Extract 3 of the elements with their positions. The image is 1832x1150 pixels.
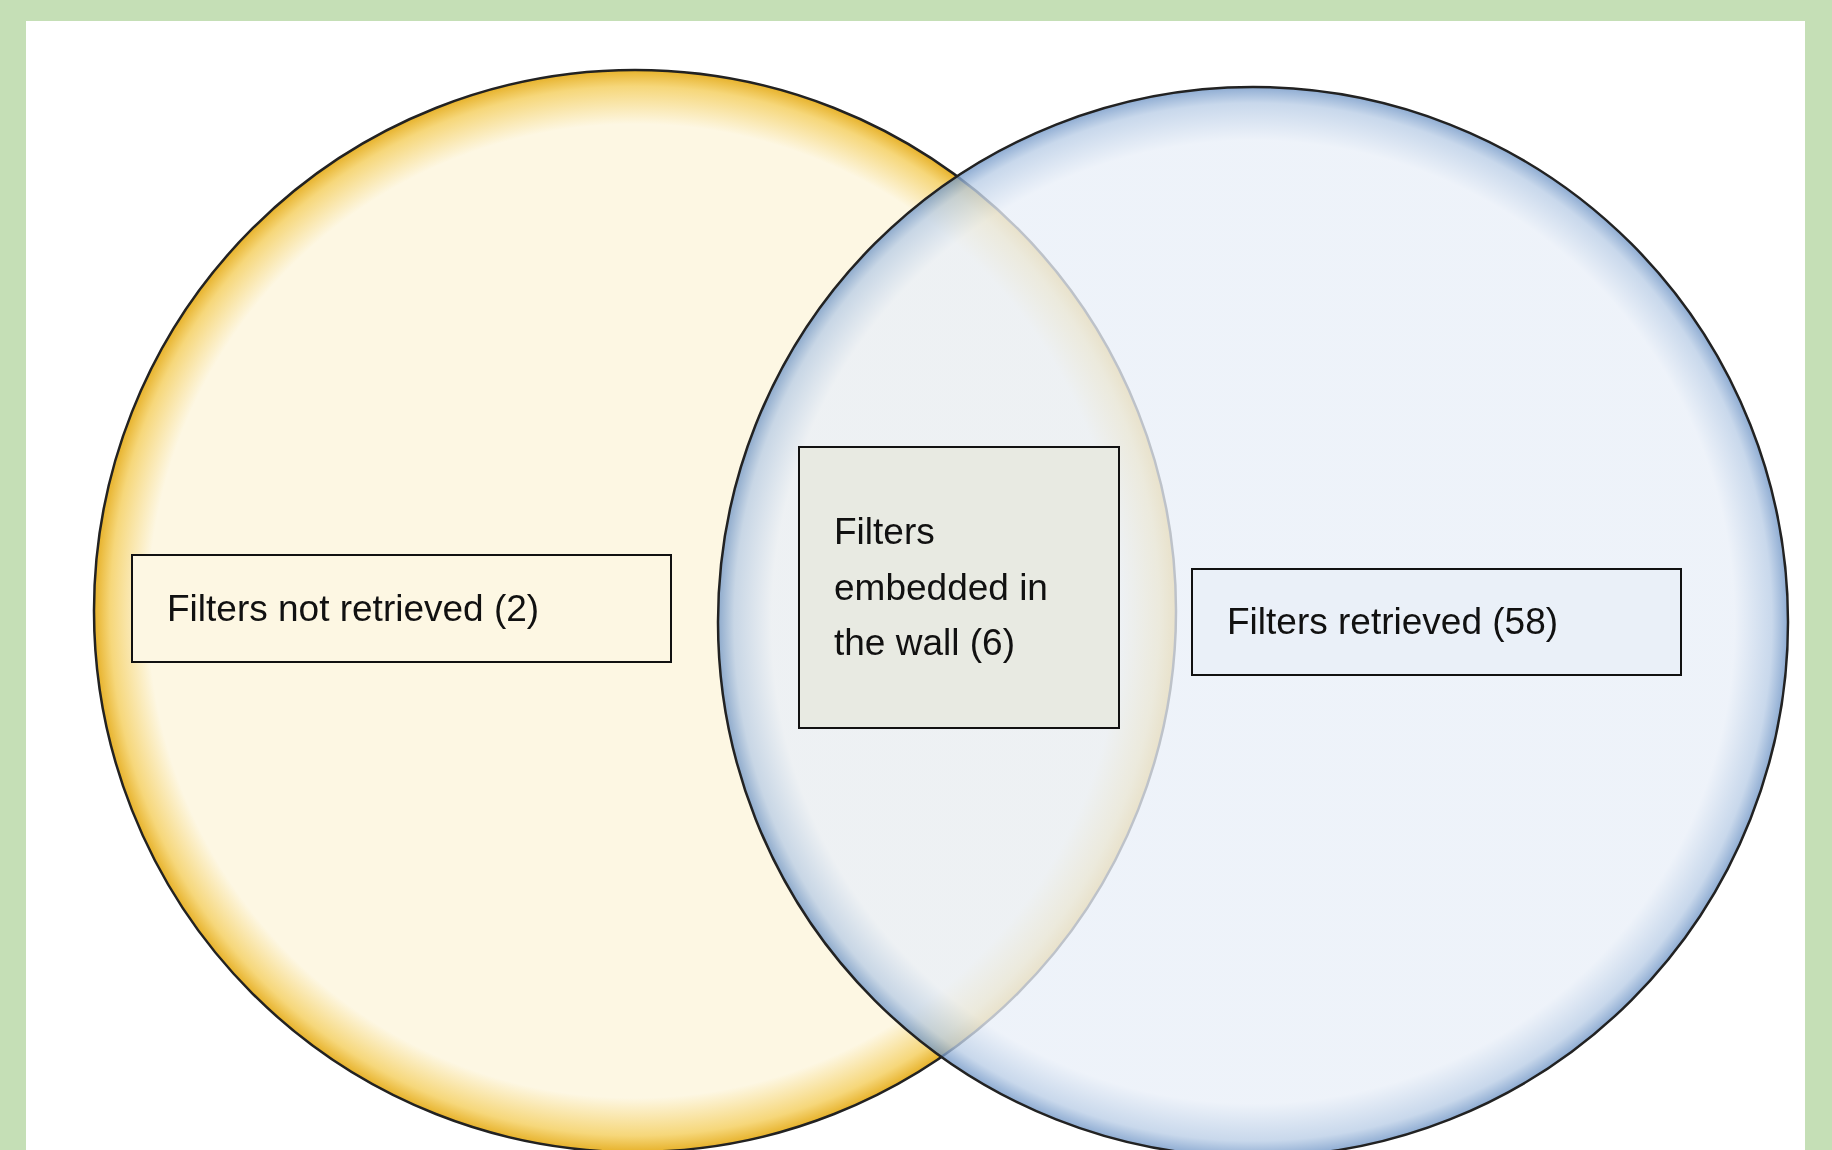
- set-label-box: Filters not retrieved (2): [131, 554, 672, 663]
- set-label-box: Filters retrieved (58): [1191, 568, 1682, 676]
- set-label-box: Filters embedded in the wall (6): [798, 446, 1120, 729]
